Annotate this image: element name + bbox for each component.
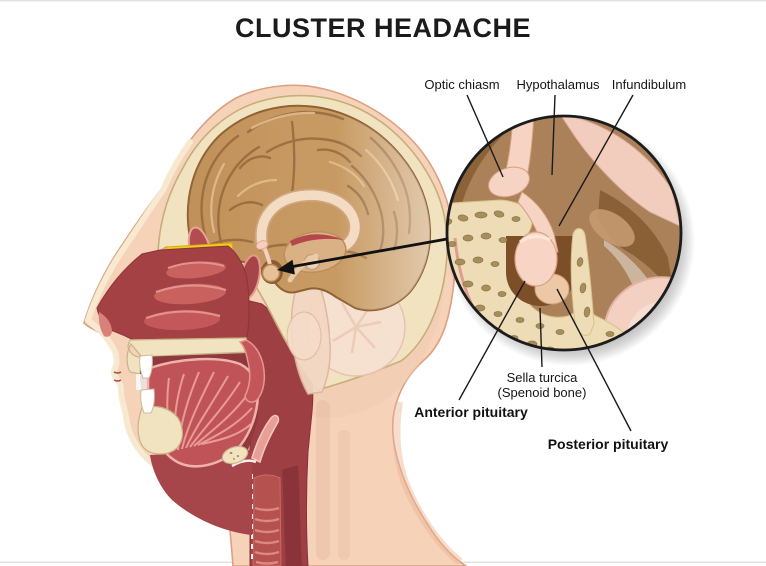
middle-turbinate: [154, 283, 226, 305]
pituitary-inset-circle: [445, 114, 695, 366]
floor-of-mouth: [150, 450, 252, 535]
inset-ring: [445, 114, 683, 352]
inferior-turbinate: [144, 309, 220, 331]
nostril-fold: [98, 312, 112, 337]
pituitary-stalk-small: [262, 245, 272, 267]
upper-incisor-tooth: [139, 354, 153, 379]
optic-chiasm-bulb: [488, 166, 530, 198]
infundibulum-stalk: [488, 116, 559, 255]
page-title: CLUSTER HEADACHE: [234, 13, 531, 43]
vallecula-highlight: [231, 459, 257, 468]
leader-infundibulum: [558, 94, 634, 227]
leader-sella-turcica: [539, 307, 543, 368]
optic-chiasm-small: [255, 240, 269, 250]
corpus-callosum: [254, 188, 362, 252]
neck-shading: [392, 401, 463, 566]
leader-posterior-pituitary: [556, 288, 632, 432]
label-infundibulum: Infundibulum: [611, 77, 687, 92]
anterior-pituitary-lobe: [514, 231, 558, 287]
leader-lines: [458, 94, 634, 432]
nasal-cavity: [96, 245, 250, 341]
spine-ghost: [316, 400, 330, 560]
soft-palate-uvula: [238, 339, 266, 403]
label-sella-turcica-line2: (Spenoid bone): [497, 385, 587, 400]
lower-incisor-tooth: [140, 388, 155, 414]
magnifier-arrow: [277, 237, 448, 275]
leader-hypothalamus: [551, 94, 556, 176]
brainstem-ghost: [286, 274, 331, 395]
hard-palate: [126, 337, 250, 375]
pituitary-gland-small: [261, 263, 281, 283]
label-hypothalamus: Hypothalamus: [516, 77, 600, 92]
label-optic-chiasm: Optic chiasm: [424, 77, 500, 92]
spine-ghost: [338, 430, 350, 560]
epiglottis: [251, 414, 280, 464]
label-sella-turcica-line1: Sella turcica: [506, 370, 578, 385]
label-anterior-pituitary: Anterior pituitary: [414, 404, 528, 420]
leader-optic-chiasm: [466, 94, 504, 178]
head-sagittal-section: [83, 84, 468, 566]
label-posterior-pituitary: Posterior pituitary: [547, 436, 669, 452]
lip-lines: [113, 371, 122, 382]
choroid-red-crescent: [290, 234, 344, 246]
mandible-bone: [137, 405, 183, 455]
leader-anterior-pituitary: [458, 280, 526, 401]
label-sella-turcica: Sella turcica (Spenoid bone): [498, 370, 587, 400]
fornix: [287, 253, 319, 283]
superior-turbinate: [166, 261, 226, 279]
top-border-line: [0, 0, 766, 2]
thalamus: [283, 230, 347, 283]
trachea-rings: [254, 506, 280, 565]
hyoid-bone: [221, 445, 249, 465]
